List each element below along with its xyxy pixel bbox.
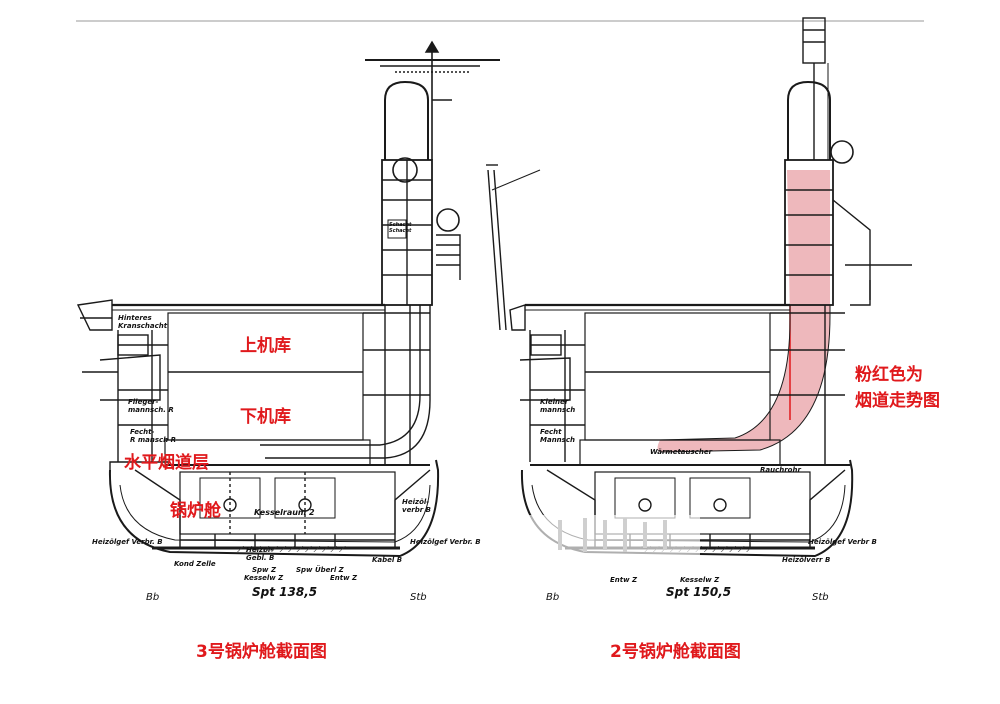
annot-r-fecht: Fecht Mannsch xyxy=(540,428,575,444)
annot-heizoel-top: Heizöl- verbr B xyxy=(402,498,431,514)
annot-fechtraum: Fecht- R mansch R xyxy=(130,428,176,444)
annot-schacht: Schacht Schacht xyxy=(389,222,412,234)
annot-speise: Spw Überl Z xyxy=(296,566,344,574)
right-island xyxy=(784,159,834,306)
right-hangar xyxy=(584,312,771,441)
label-left-frame: Spt 138,5 xyxy=(252,585,318,599)
annot-kranschacht: Hinteres Kranschacht xyxy=(118,314,168,330)
annot-r-entw: Entw Z xyxy=(610,576,638,584)
annot-r-heizoel: Heizölgef Verbr B xyxy=(808,538,877,546)
annot-kesselw: Kesselw Z xyxy=(244,574,284,582)
annot-heizoel-right: Heizölgef Verbr. B xyxy=(410,538,481,546)
annot-spw: Spw Z xyxy=(252,566,277,574)
annot-kond-zelle: Kond Zelle xyxy=(174,560,216,568)
label-pink-note-1: 粉红色为 xyxy=(855,365,923,385)
caption-right: 2号锅炉舱截面图 xyxy=(610,642,741,662)
annot-entw: Entw Z xyxy=(330,574,358,582)
caption-left: 3号锅炉舱截面图 xyxy=(196,642,327,662)
watermark-smudge xyxy=(525,515,700,555)
annot-r-heizoelverr: Heizölverr B xyxy=(782,556,831,564)
left-section xyxy=(76,40,500,558)
label-right-frame: Spt 150,5 xyxy=(666,585,732,599)
annot-r-rauchrohr: Rauchrohr xyxy=(760,466,801,474)
annot-kesselraum: Kesselraum 2 xyxy=(254,508,315,517)
annot-r-kesselw: Kesselw Z xyxy=(680,576,720,584)
middle-crane xyxy=(486,164,541,331)
label-flue-layer: 水平烟道层 xyxy=(124,453,209,473)
right-flue-overlay xyxy=(657,170,830,452)
left-hull xyxy=(108,459,440,558)
label-boiler-room: 锅炉舱 xyxy=(170,501,221,521)
annot-waermetauscher: Wärmetauscher xyxy=(650,448,713,456)
annot-heizoel-left: Heizölgef Verbr. B xyxy=(92,538,163,546)
label-left-port: Bb xyxy=(146,592,160,603)
label-upper-hangar: 上机库 xyxy=(240,336,291,356)
annot-gebl: Heizöl- Gebl. B xyxy=(246,546,275,562)
right-section xyxy=(509,17,912,558)
label-left-starboard: Stb xyxy=(410,592,427,603)
annot-r-kleiner: Kleiner mannsch xyxy=(540,398,576,414)
label-right-port: Bb xyxy=(546,592,560,603)
label-right-starboard: Stb xyxy=(812,592,829,603)
label-lower-hangar: 下机库 xyxy=(240,407,291,427)
annot-fliegermannschaft: Flieger- mannsch. R xyxy=(128,398,174,414)
label-pink-note-2: 烟道走势图 xyxy=(855,391,940,411)
annot-kabel: Kabel B xyxy=(372,556,403,564)
